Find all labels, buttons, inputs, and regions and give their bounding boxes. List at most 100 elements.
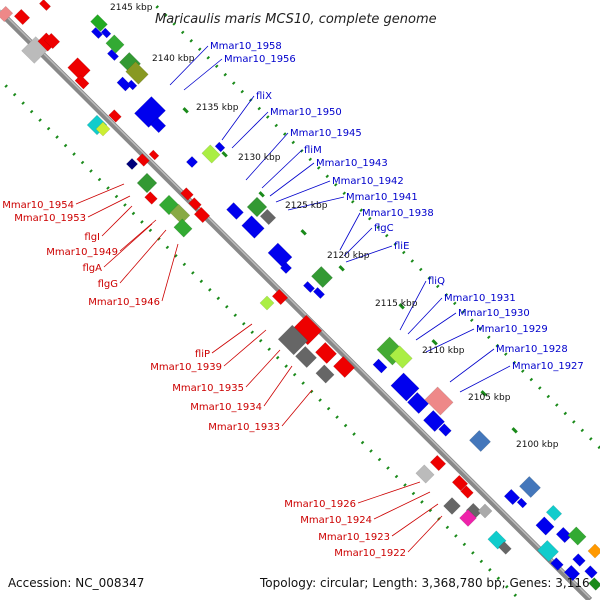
- leader-line: [343, 227, 373, 257]
- gene-feature: [169, 203, 191, 225]
- gene-label-reverse: Mmar10_1946: [88, 297, 160, 308]
- leader-line: [119, 219, 157, 252]
- leader-line: [269, 162, 315, 197]
- leader-line: [223, 329, 267, 367]
- gene-label-reverse: flgG: [98, 279, 118, 290]
- kbp-tick-label: 2105 kbp: [468, 393, 511, 403]
- gene-label-forward: Mmar10_1956: [224, 54, 296, 65]
- gene-label-forward: Mmar10_1930: [458, 308, 530, 319]
- leader-line: [345, 245, 393, 263]
- gene-feature: [555, 526, 573, 544]
- leader-line: [169, 45, 209, 86]
- major-tick: [300, 229, 307, 236]
- gene-feature: [588, 577, 600, 591]
- gene-label-reverse: flgA: [83, 263, 103, 274]
- gene-feature: [584, 565, 598, 579]
- gene-feature: [537, 540, 559, 562]
- gene-label-reverse: Mmar10_1953: [14, 213, 86, 224]
- gene-label-forward: Mmar10_1931: [444, 293, 516, 304]
- gene-feature: [451, 474, 469, 492]
- gene-feature: [429, 454, 447, 472]
- leader-line: [245, 132, 289, 181]
- gene-feature: [415, 464, 435, 484]
- gene-feature: [312, 286, 326, 300]
- gene-feature: [90, 26, 104, 40]
- major-tick: [431, 339, 438, 346]
- leader-line: [373, 491, 431, 520]
- gene-feature: [459, 509, 477, 527]
- leader-line: [119, 229, 167, 284]
- kbp-tick-label: 2130 kbp: [238, 153, 281, 163]
- gene-label-reverse: Mmar10_1924: [300, 515, 372, 526]
- kbp-tick-label: 2135 kbp: [196, 103, 239, 113]
- gene-feature: [125, 157, 139, 171]
- gene-feature: [259, 208, 277, 226]
- leader-line: [407, 297, 443, 335]
- major-tick: [480, 390, 487, 397]
- leader-line: [211, 323, 253, 354]
- gene-feature: [90, 14, 108, 32]
- kbp-tick-label: 2120 kbp: [327, 251, 370, 261]
- gene-feature: [271, 288, 289, 306]
- leader-line: [459, 365, 511, 393]
- major-tick: [398, 303, 405, 310]
- gene-label-forward: flgC: [374, 223, 394, 234]
- genome-backbone-highlight: [0, 9, 591, 599]
- gene-feature: [503, 488, 521, 506]
- gene-label-forward: fliM: [304, 145, 322, 156]
- major-tick: [182, 107, 189, 114]
- gene-label-reverse: Mmar10_1923: [318, 532, 390, 543]
- gene-feature: [144, 191, 158, 205]
- gene-feature: [105, 34, 125, 54]
- gene-label-forward: Mmar10_1945: [290, 128, 362, 139]
- major-tick: [338, 265, 345, 272]
- leader-line: [449, 348, 495, 383]
- gene-feature: [477, 503, 493, 519]
- gene-feature: [67, 57, 91, 81]
- gene-feature: [587, 543, 600, 559]
- gene-feature: [241, 215, 265, 239]
- gene-feature: [315, 342, 337, 364]
- leader-line: [415, 312, 457, 341]
- gene-label-reverse: Mmar10_1926: [284, 499, 356, 510]
- gene-label-forward: Mmar10_1950: [270, 107, 342, 118]
- gene-label-reverse: Mmar10_1934: [190, 402, 262, 413]
- gene-feature: [259, 295, 275, 311]
- gene-feature: [43, 32, 61, 50]
- gene-feature: [180, 187, 194, 201]
- leader-line: [407, 515, 443, 553]
- outer-tick-track: [148, 0, 600, 450]
- gene-feature: [498, 541, 512, 555]
- gene-feature: [126, 79, 138, 91]
- kbp-tick-label: 2145 kbp: [110, 3, 153, 13]
- gene-feature: [438, 423, 452, 437]
- gene-feature: [519, 476, 541, 498]
- leader-line: [103, 223, 153, 268]
- leader-line: [245, 349, 281, 388]
- gene-feature: [201, 144, 221, 164]
- gene-label-reverse: Mmar10_1922: [334, 548, 406, 559]
- gene-feature: [125, 61, 149, 85]
- leader-line: [161, 243, 179, 302]
- gene-feature: [185, 155, 199, 169]
- gene-feature: [108, 109, 122, 123]
- gene-feature: [116, 76, 132, 92]
- leader-line: [261, 149, 303, 189]
- gene-feature: [193, 206, 211, 224]
- leader-line: [275, 180, 331, 203]
- gene-feature: [226, 202, 244, 220]
- genome-backbone: [0, 9, 593, 600]
- gene-label-forward: Mmar10_1929: [476, 324, 548, 335]
- leader-line: [183, 58, 223, 91]
- gene-feature: [74, 74, 90, 90]
- gene-feature: [267, 242, 293, 268]
- leader-line: [281, 389, 313, 427]
- gene-feature: [311, 266, 333, 288]
- gene-label-forward: Mmar10_1943: [316, 158, 388, 169]
- gene-feature: [333, 356, 355, 378]
- accession-text: Accession: NC_008347: [8, 576, 144, 590]
- gene-feature: [100, 27, 112, 39]
- gene-feature: [315, 364, 335, 384]
- gene-feature: [563, 564, 581, 582]
